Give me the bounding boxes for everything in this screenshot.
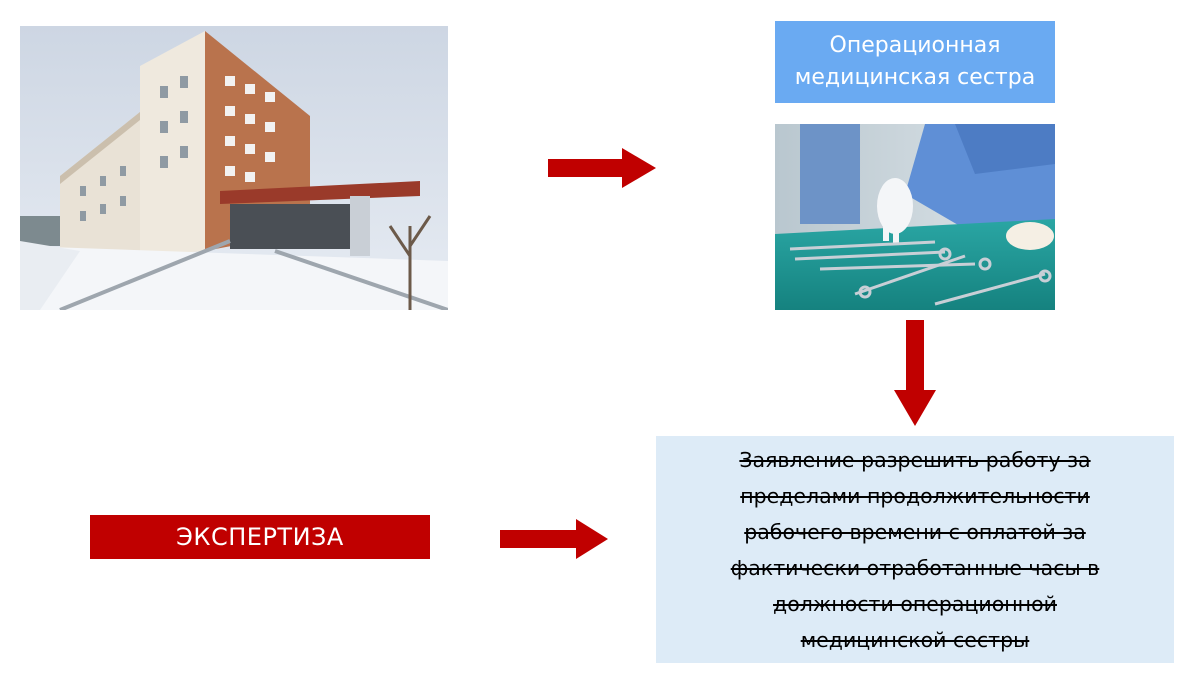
hospital-building-image (20, 26, 448, 310)
operating-nurse-label: Операционная медицинская сестра (775, 21, 1055, 103)
surgical-instruments-photo (775, 124, 1055, 310)
statement-box: Заявление разрешить работу за пределами … (656, 436, 1174, 663)
hospital-building-photo (20, 26, 448, 310)
operating-nurse-label-line2: медицинская сестра (794, 65, 1036, 90)
arrow-right-top (548, 148, 656, 188)
statement-line-5: должности операционной (773, 591, 1057, 616)
statement-line-2: пределами продолжительности (740, 483, 1090, 508)
statement-line-4: фактически отработанные часы в (730, 555, 1100, 580)
arrow-down (894, 320, 936, 426)
expertise-label: ЭКСПЕРТИЗА (176, 523, 344, 551)
statement-line-1: Заявление разрешить работу за (739, 447, 1091, 472)
statement-line-3: рабочего времени с оплатой за (744, 519, 1086, 544)
expertise-box: ЭКСПЕРТИЗА (90, 515, 430, 559)
surgical-instruments-image (775, 124, 1055, 310)
operating-nurse-label-line1: Операционная (829, 33, 1001, 58)
arrow-right-bottom (500, 519, 608, 559)
statement-line-6: медицинской сестры (800, 627, 1030, 652)
